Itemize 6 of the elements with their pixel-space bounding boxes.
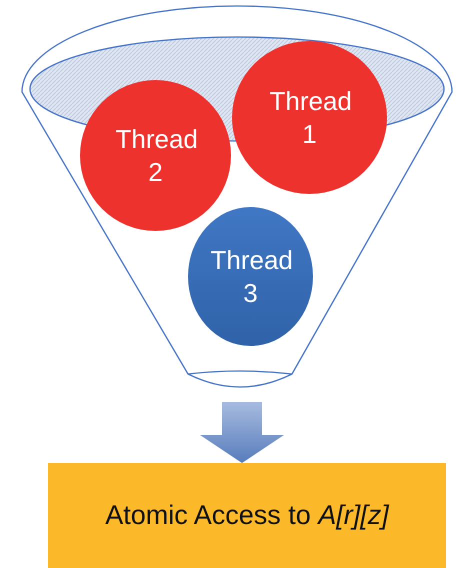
process-box [48,463,446,568]
box-label: Atomic Access to A[r][z] [105,500,389,531]
thread-label: Thread 1 [270,85,350,150]
thread-label: Thread 3 [210,244,290,309]
block-arrow [200,402,284,463]
thread-label: Thread 2 [116,123,196,188]
